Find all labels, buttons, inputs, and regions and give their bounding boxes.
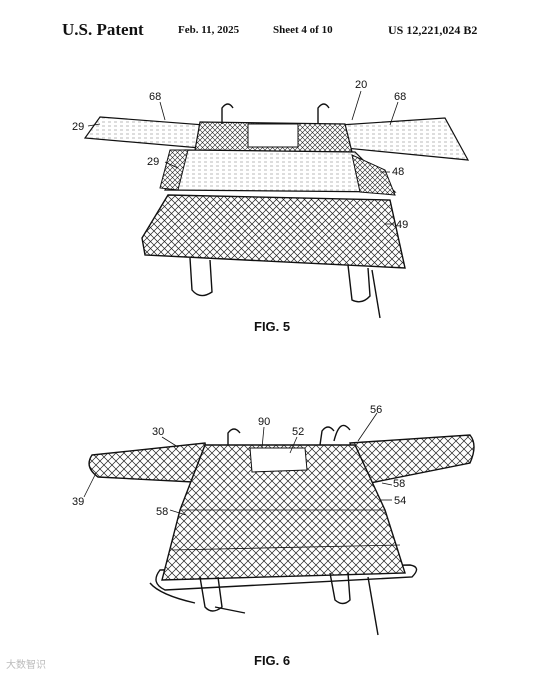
patent-date: Feb. 11, 2025 (178, 24, 240, 36)
fig5-right-flap (351, 154, 396, 196)
patent-header: U.S. Patent Feb. 11, 2025 Sheet 4 of 10 … (0, 18, 546, 46)
fig5-right-wing (339, 117, 470, 161)
fig5-window (247, 123, 299, 148)
fig5-left-hook (221, 103, 234, 124)
fig6-right-hook (319, 426, 335, 446)
fig5-ref-49: 49 (396, 219, 408, 231)
fig5-ref-20: 20 (355, 79, 367, 91)
fig6-strap-5 (367, 576, 379, 636)
fig6-ref-56: 56 (370, 404, 382, 416)
fig6-ref-30: 30 (152, 426, 164, 438)
fig6-caption: FIG. 6 (254, 653, 290, 668)
fig6-ref-58-right: 58 (393, 478, 405, 490)
fig5-caption: FIG. 5 (254, 319, 290, 334)
fig5-ref-48: 48 (392, 166, 404, 178)
fig6-ref-58-left: 58 (156, 506, 168, 518)
fig6-ref-54: 54 (394, 495, 406, 507)
fig5-ref-68-left: 68 (149, 91, 161, 103)
patent-number: US 12,221,024 B2 (388, 23, 478, 37)
fig6-ref-52: 52 (292, 426, 304, 438)
fig6-left-hook (227, 428, 241, 445)
fig5-ref-29-middle: 29 (147, 156, 159, 168)
figure-5-drawing: 68 20 68 29 29 48 49 FIG. 5 (72, 79, 470, 334)
patent-sheet: Sheet 4 of 10 (273, 24, 333, 36)
fig5-strap-tail (371, 269, 381, 319)
fig5-right-hook (317, 103, 330, 124)
fig6-strap-2 (149, 582, 196, 604)
fig5-ref-29-left: 29 (72, 121, 84, 133)
fig5-left-flap (159, 149, 189, 191)
fig6-ref-39: 39 (72, 496, 84, 508)
watermark: 大数智识 (6, 660, 46, 671)
fig6-top-hook (333, 424, 351, 442)
fig6-strap-3 (214, 606, 246, 614)
fig5-left-strap (189, 257, 213, 297)
fig5-bottom-mesh (141, 194, 406, 269)
fig5-ref-68-right: 68 (394, 91, 406, 103)
fig6-strap-1 (199, 576, 223, 612)
fig5-left-wing (83, 116, 206, 149)
fig5-right-strap (347, 264, 371, 303)
fig6-right-wing (349, 434, 475, 486)
fig6-ref-90: 90 (258, 416, 270, 428)
fig6-strap-4 (329, 572, 351, 605)
figure-6-drawing: 90 56 30 52 58 54 39 58 FIG. 6 (72, 404, 475, 668)
fig6-window (249, 447, 308, 473)
patent-office-label: U.S. Patent (62, 20, 144, 39)
